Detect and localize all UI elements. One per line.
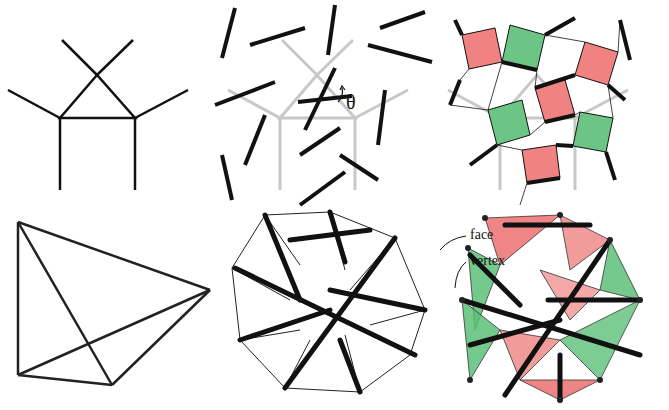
faces (462, 215, 640, 400)
tetrahedron (18, 222, 210, 385)
grey-graph (448, 75, 628, 190)
callout-label: face (470, 228, 493, 242)
rotated-sticks (450, 18, 630, 183)
leader-line (440, 236, 466, 250)
thin-links (450, 20, 620, 205)
callout-label: vertex (470, 254, 505, 268)
grey-graph (228, 40, 408, 190)
thick-sticks (462, 225, 640, 400)
leader-line (455, 262, 466, 288)
angle-arrowhead (340, 86, 345, 90)
thick-sticks (235, 212, 425, 392)
squares (462, 25, 618, 183)
vertex-dots (459, 212, 643, 403)
rotated-sticks (215, 5, 432, 205)
thin-framework (232, 212, 425, 392)
angle-symbol: θ (346, 92, 356, 112)
trivalent-graph (8, 40, 188, 190)
